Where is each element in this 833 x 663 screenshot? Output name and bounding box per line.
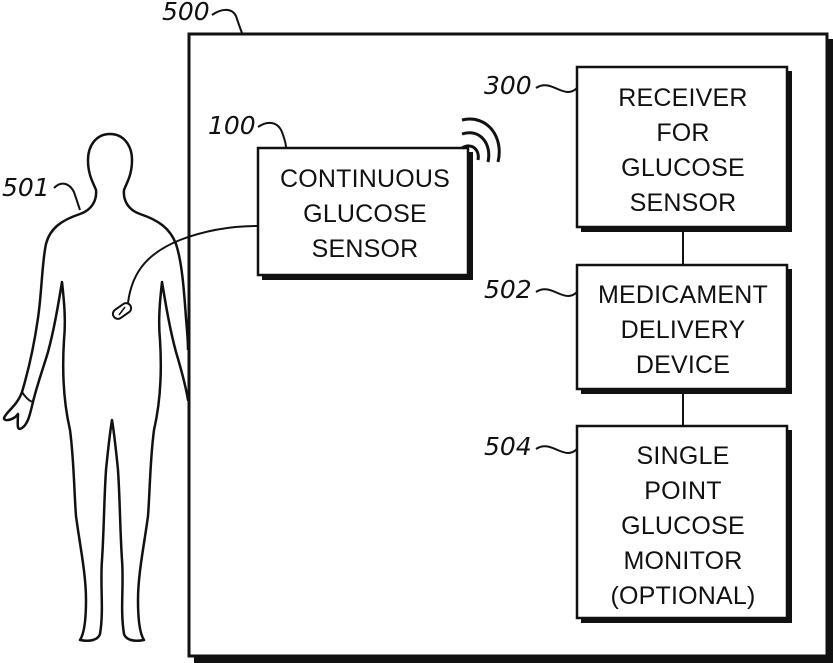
receiver-ref-number: 300 <box>484 71 532 100</box>
monitor-line-1: SINGLE <box>637 442 730 470</box>
delivery-line-2: DELIVERY <box>621 316 746 344</box>
sensor-line-1: CONTINUOUS <box>280 165 450 193</box>
receiver-box: RECEIVER FOR GLUCOSE SENSOR <box>577 67 792 232</box>
sensor-line-2: GLUCOSE <box>303 200 427 228</box>
person-ref-number: 501 <box>2 173 50 202</box>
single-point-glucose-monitor-box: SINGLE POINT GLUCOSE MONITOR (OPTIONAL) <box>577 426 792 623</box>
system-ref-number: 500 <box>162 0 210 26</box>
monitor-line-5: (OPTIONAL) <box>610 582 755 610</box>
receiver-line-3: GLUCOSE <box>621 154 745 182</box>
monitor-ref-number: 504 <box>484 432 532 461</box>
continuous-glucose-sensor-box: CONTINUOUS GLUCOSE SENSOR <box>258 148 473 280</box>
delivery-ref-number: 502 <box>484 275 532 304</box>
receiver-line-1: RECEIVER <box>618 84 747 112</box>
monitor-line-4: MONITOR <box>624 547 743 575</box>
sensor-line-3: SENSOR <box>312 235 419 263</box>
monitor-line-3: GLUCOSE <box>621 512 745 540</box>
sensor-ref-number: 100 <box>208 111 256 140</box>
receiver-line-4: SENSOR <box>630 189 737 217</box>
monitor-line-2: POINT <box>644 477 721 505</box>
system-ref-label: 500 <box>162 0 242 33</box>
medicament-delivery-device-box: MEDICAMENT DELIVERY DEVICE <box>577 265 792 394</box>
person-ref-label: 501 <box>2 173 80 210</box>
delivery-line-1: MEDICAMENT <box>598 281 768 309</box>
sensor-implant <box>111 301 133 321</box>
human-body-figure <box>4 134 188 641</box>
receiver-line-2: FOR <box>656 119 709 147</box>
delivery-line-3: DEVICE <box>636 351 730 379</box>
